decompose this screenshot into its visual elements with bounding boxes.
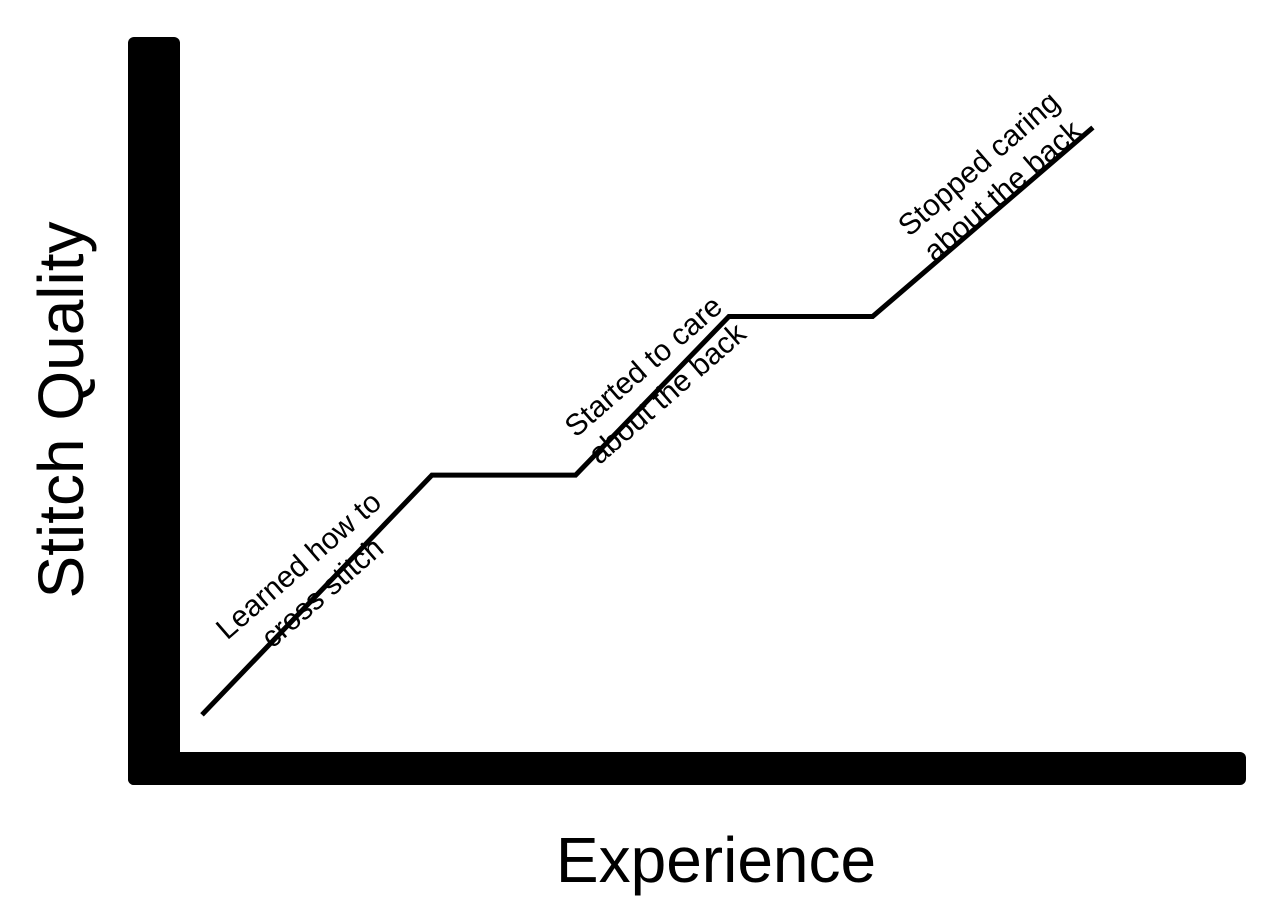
y-axis-label: Stitch Quality — [25, 221, 97, 598]
series-layer — [200, 125, 1095, 717]
x-axis-bar — [128, 752, 1246, 785]
x-axis-label: Experience — [556, 824, 876, 896]
y-axis-bar — [128, 37, 180, 785]
axes — [128, 37, 1246, 785]
series-line-0 — [200, 125, 1095, 717]
